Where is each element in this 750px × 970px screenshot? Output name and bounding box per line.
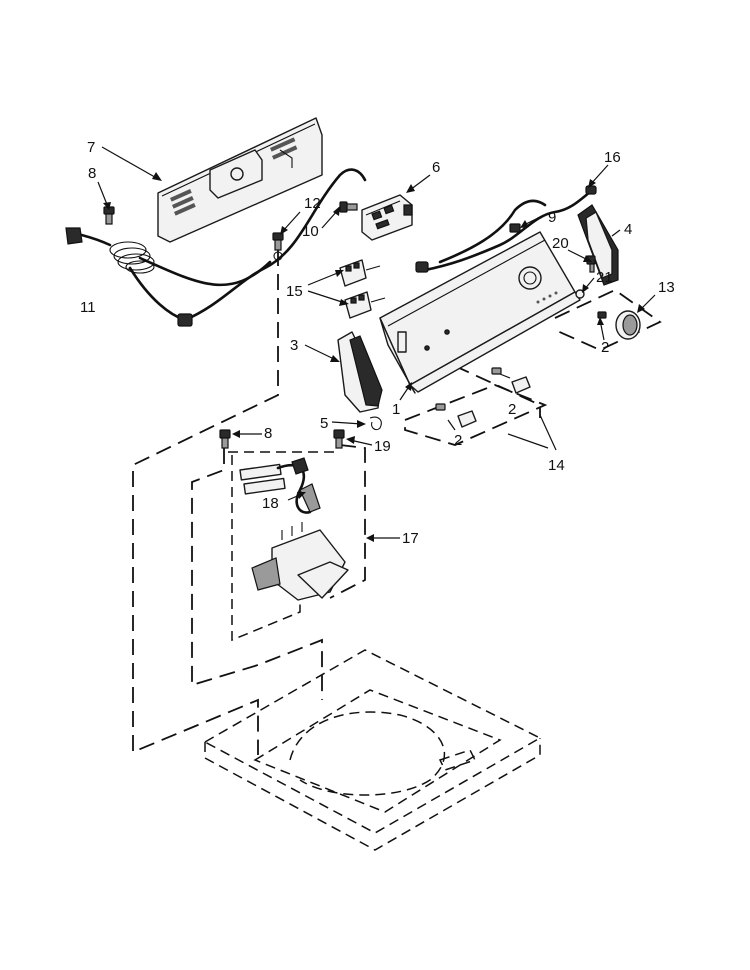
part-19-screw	[333, 429, 345, 449]
callout-15: 15	[286, 283, 303, 300]
part-6-control-board	[361, 194, 413, 241]
part-4-end-cap	[577, 204, 619, 286]
console-indicators	[536, 291, 558, 304]
part-9-connector	[509, 223, 521, 233]
callout-1: 1	[392, 401, 400, 418]
callout-8-lower: 8	[264, 425, 272, 442]
part-15-switches	[339, 259, 386, 319]
harness-connector-right	[585, 185, 597, 195]
callout-2-right: 2	[601, 339, 609, 356]
callout-10: 10	[302, 223, 319, 240]
cord-segment	[128, 266, 187, 322]
callout-16: 16	[604, 149, 621, 166]
callout-2-middle: 2	[508, 401, 516, 418]
part-8-screw-lower	[219, 429, 231, 449]
cabinet-opening	[253, 689, 502, 813]
callout-5: 5	[320, 415, 328, 432]
callout-labels: 7 8 11 12 10 6 16 9 4 20 21 13 2 15 3 1 …	[80, 139, 675, 547]
knob-guide-box-right	[554, 288, 662, 351]
guide-line-right	[329, 444, 366, 599]
top-cabinet-reference	[203, 649, 542, 851]
callout-14: 14	[548, 457, 565, 474]
callout-11: 11	[80, 299, 96, 316]
cabinet-outline	[203, 649, 542, 834]
guide-line-mid	[191, 448, 323, 700]
knob-clip	[597, 311, 607, 319]
switch-lower	[344, 291, 386, 319]
callout-17: 17	[402, 530, 419, 547]
switch-upper	[339, 259, 381, 287]
callout-18: 18	[262, 495, 279, 512]
harness-connector-left	[415, 261, 429, 273]
callout-20: 20	[552, 235, 569, 252]
part-11-power-cord	[65, 168, 367, 327]
part-7-control-panel-rear	[157, 117, 323, 243]
part-10-screw	[339, 201, 358, 213]
part-5-clip	[369, 416, 382, 431]
harness-branch	[138, 256, 272, 287]
callout-3: 3	[290, 337, 298, 354]
fasteners-upper	[103, 201, 358, 261]
part-21-washer	[575, 289, 585, 299]
callout-8-upper: 8	[88, 165, 96, 182]
part-17-dispenser-assembly	[251, 522, 349, 601]
callout-9: 9	[548, 209, 556, 226]
harness-connector	[177, 313, 193, 327]
callout-19: 19	[374, 438, 391, 455]
knob-2-upper	[491, 367, 531, 394]
knob-2-lower	[435, 403, 477, 428]
harness-main	[183, 168, 367, 322]
console-knob-opening	[518, 266, 542, 290]
callout-21: 21	[596, 269, 613, 286]
control-board-body	[361, 194, 413, 241]
callout-13: 13	[658, 279, 675, 296]
part-3-dispenser-cup	[337, 331, 383, 413]
callout-12: 12	[304, 195, 321, 212]
part-16-wire-harness	[415, 185, 597, 273]
rear-panel-hole	[230, 167, 244, 181]
tub-opening	[289, 711, 446, 796]
leader-lines	[97, 146, 656, 542]
callout-6: 6	[432, 159, 440, 176]
cord-coil	[109, 241, 155, 274]
part-1-console	[379, 231, 581, 394]
callout-7: 7	[87, 139, 95, 156]
power-plug	[65, 227, 83, 245]
guide-line-outer	[132, 250, 279, 755]
callout-2-lower: 2	[454, 432, 462, 449]
part-2-knobs	[435, 367, 531, 428]
part-13-knob	[597, 310, 641, 340]
guide-line-inner	[231, 455, 301, 642]
callout-4: 4	[624, 221, 632, 238]
knob-guide-box-lower	[404, 384, 548, 446]
part-18-harness	[239, 457, 321, 514]
part-12-screw	[272, 232, 284, 261]
